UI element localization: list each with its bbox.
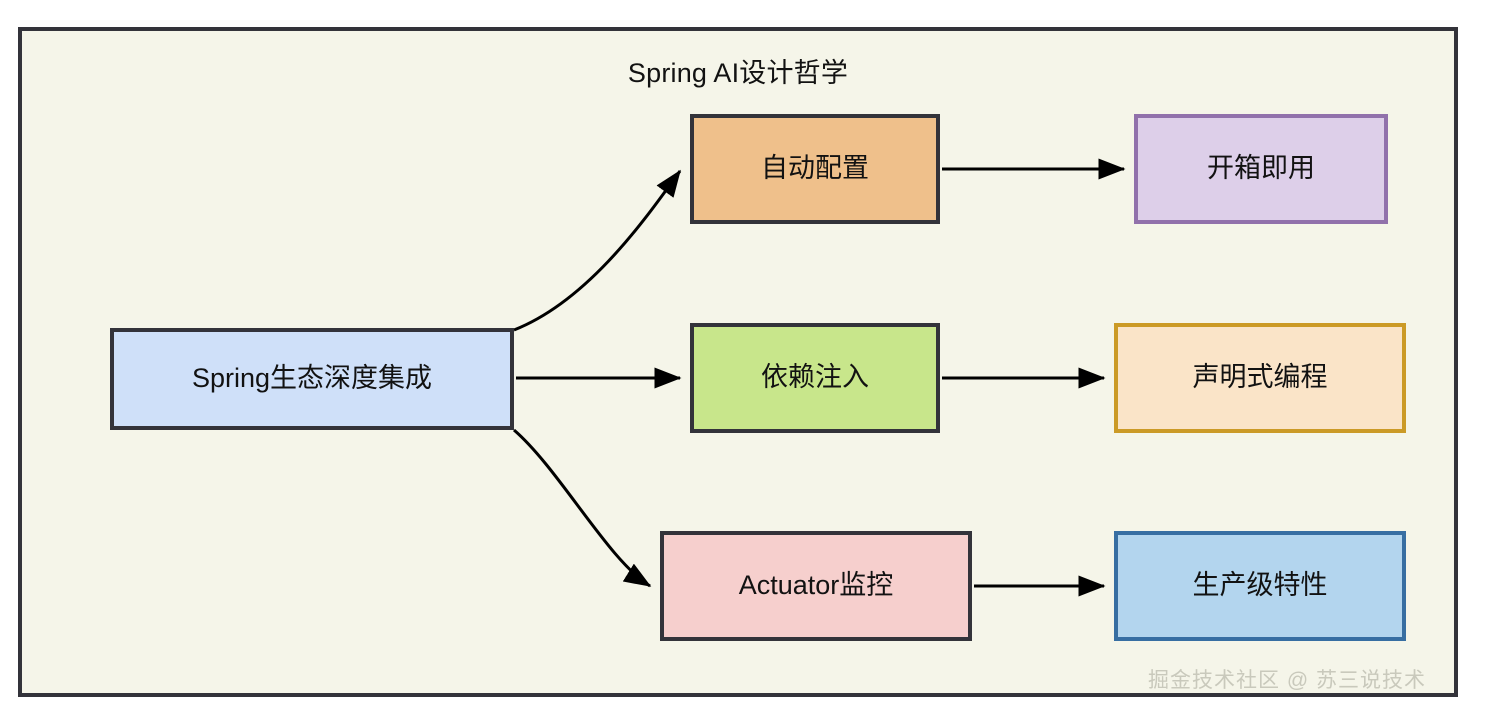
node-auto-configuration[interactable]: 自动配置 [690,114,940,224]
node-out-of-the-box[interactable]: 开箱即用 [1134,114,1388,224]
node-actuator-monitoring[interactable]: Actuator监控 [660,531,972,641]
node-declarative-programming[interactable]: 声明式编程 [1114,323,1406,433]
node-spring-ecosystem-integration[interactable]: Spring生态深度集成 [110,328,514,430]
page-title: Spring AI设计哲学 [627,58,849,88]
node-production-grade-features[interactable]: 生产级特性 [1114,531,1406,641]
watermark: 掘金技术社区 @ 苏三说技术 [1148,669,1426,692]
node-dependency-injection[interactable]: 依赖注入 [690,323,940,433]
